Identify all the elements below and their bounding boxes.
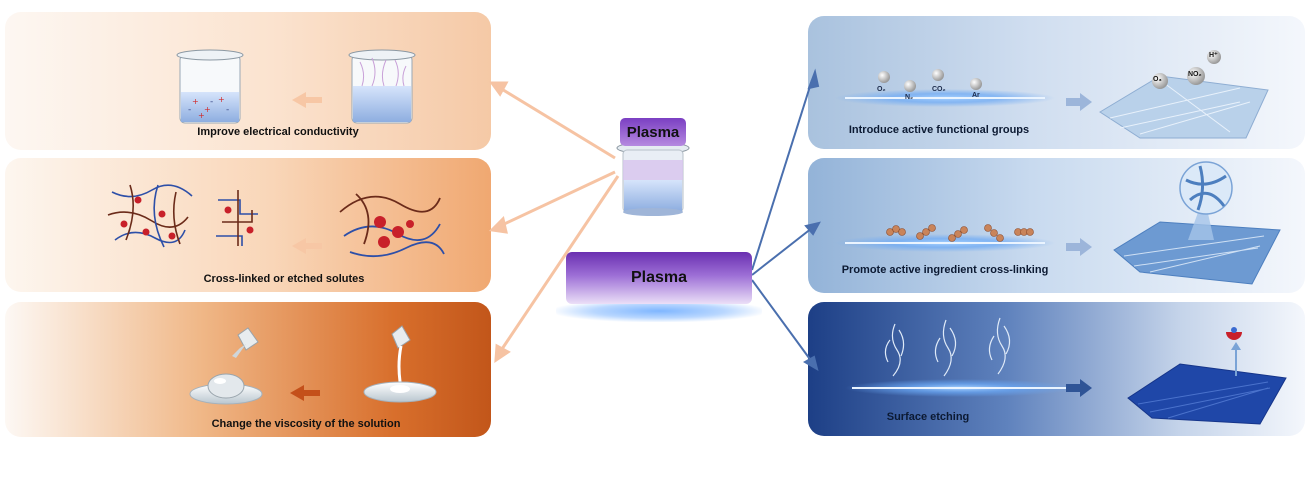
gas-molecules [878, 69, 982, 92]
etched-polymer-icon [339, 193, 445, 258]
species-sphere-icon [1207, 50, 1221, 64]
svg-text:+: + [198, 111, 205, 120]
caption-viscosity: Change the viscosity of the solution [211, 418, 401, 430]
plasma-beaker-label: Plasma [620, 118, 686, 146]
arrowhead-solutes [488, 216, 508, 234]
panel-change-viscosity [5, 302, 491, 437]
fiber-mat-icon [1099, 75, 1269, 139]
plasma-discharge-icon [884, 317, 1011, 377]
caption-functional-groups: Introduce active functional groups [848, 124, 1030, 136]
arrow-to-viscosity [498, 175, 620, 353]
beaker-plasma-treated-icon [348, 49, 416, 124]
dropper-icon [232, 327, 259, 358]
plasma-bar-label: Plasma [630, 269, 688, 286]
pouring-dish-icon [363, 325, 437, 403]
caption-surface-etching: Surface etching [886, 411, 970, 423]
svg-text:-: - [210, 97, 213, 107]
right-arrow-icon [1066, 379, 1092, 397]
arrow-to-crosslinking [751, 227, 813, 276]
arrow-to-functional-groups [751, 79, 813, 271]
svg-text:+: + [192, 97, 199, 106]
species-label-h: H⁺ [1209, 52, 1218, 59]
svg-text:+: + [218, 95, 225, 104]
orange-arrows [488, 81, 620, 363]
left-arrow-icon [292, 238, 322, 254]
species-sphere-icon [1187, 67, 1205, 85]
arrow-to-solutes [499, 170, 616, 228]
plasma-bar: Plasma [566, 252, 752, 304]
ingredient-chains [886, 224, 1034, 242]
svg-text:-: - [188, 105, 191, 115]
gas-molecule-icon [904, 80, 916, 92]
plasma-bar-glow [556, 300, 762, 322]
crosslinked-fiber-mat-icon [1113, 161, 1281, 285]
arrowhead-crosslinking [804, 221, 821, 236]
arrow-to-etching [751, 279, 813, 363]
svg-text:-: - [226, 105, 229, 115]
crosslinked-fragment-icon [216, 190, 258, 246]
right-arrow-icon [1066, 238, 1092, 256]
arrowhead-functional [807, 68, 820, 90]
species-label-o3: O₃ [1153, 76, 1162, 83]
caption-solutes: Cross-linked or etched solutes [203, 273, 365, 285]
beaker-charged-icon: ++++ --- [176, 49, 244, 124]
right-arrow-icon [1066, 93, 1092, 111]
caption-conductivity: Improve electrical conductivity [197, 126, 359, 138]
caption-crosslinking: Promote active ingredient cross-linking [841, 264, 1049, 276]
polymer-network-icon [107, 184, 193, 248]
left-arrow-icon [292, 92, 322, 108]
arrowhead-viscosity [494, 343, 511, 363]
gas-molecule-icon [970, 78, 982, 90]
viscous-drop-dish-icon [189, 373, 263, 405]
etched-fiber-mat-icon [1127, 327, 1287, 425]
gas-label-ar: Ar [972, 92, 980, 99]
svg-text:+: + [204, 105, 211, 114]
blue-arrows [751, 68, 821, 372]
left-arrow-icon [290, 385, 320, 401]
arrowhead-etching [802, 355, 819, 372]
plasma-beaker-icon [616, 141, 690, 216]
species-label-no2: NO₂ [1188, 71, 1202, 78]
gas-label-n2: N₂ [905, 94, 914, 101]
gas-label-co2: CO₂ [932, 86, 946, 93]
arrowhead-conductivity [489, 81, 509, 97]
arrow-to-conductivity [499, 86, 616, 160]
gas-molecule-icon [878, 71, 890, 83]
gas-molecule-icon [932, 69, 944, 81]
gas-label-o2: O₂ [877, 86, 886, 93]
species-sphere-icon [1152, 73, 1168, 89]
